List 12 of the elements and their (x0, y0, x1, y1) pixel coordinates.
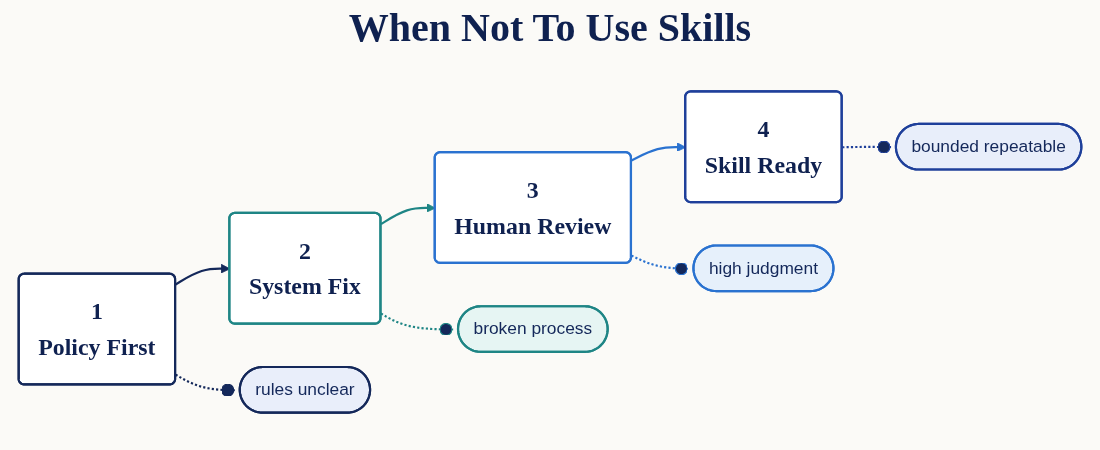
criterion-tag: broken process (456, 305, 609, 353)
dotted-connector (380, 312, 454, 336)
step-card: 4 Skill Ready (684, 90, 843, 204)
criterion-tag: bounded repeatable (894, 122, 1083, 171)
dotted-connector (631, 254, 689, 276)
step-card: 3 Human Review (433, 151, 633, 264)
criterion-tag: rules unclear (238, 365, 372, 414)
criterion-tag: high judgment (692, 244, 835, 293)
dotted-connector (842, 140, 892, 154)
title: When Not To Use Skills (348, 6, 752, 50)
step-card: 1 Policy First (17, 272, 177, 386)
step-card: 2 System Fix (228, 211, 382, 325)
